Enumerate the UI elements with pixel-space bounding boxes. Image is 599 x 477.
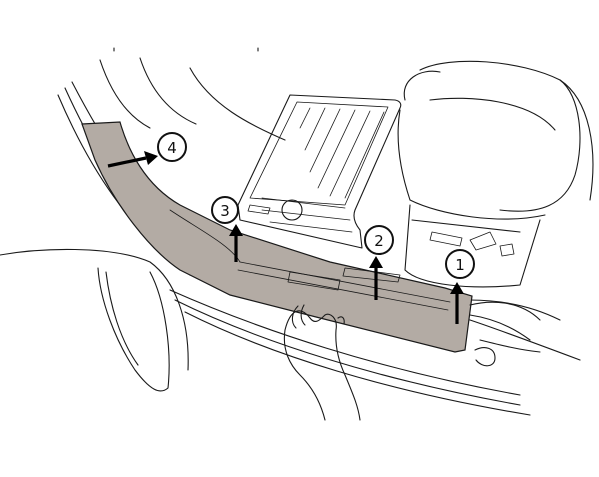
- callout-3-label: 3: [220, 202, 230, 220]
- lower-body-lines: [169, 289, 581, 416]
- sill-panel: [81, 121, 473, 353]
- lower-door-panel: [0, 248, 189, 392]
- callout-1: 1: [445, 249, 475, 279]
- callout-2-label: 2: [374, 232, 384, 250]
- callout-3: 3: [211, 196, 239, 224]
- top-marks: [113, 47, 259, 52]
- callout-4-label: 4: [167, 139, 177, 157]
- arrow-3: [229, 224, 243, 262]
- arrow-1: [450, 282, 464, 324]
- callout-1-label: 1: [455, 256, 465, 274]
- arrow-2: [369, 256, 383, 300]
- callout-4: 4: [157, 132, 187, 162]
- arrow-4: [107, 151, 158, 168]
- hand: [283, 304, 361, 421]
- front-seat: [397, 60, 594, 288]
- callout-2: 2: [364, 225, 394, 255]
- right-hand: [469, 301, 541, 341]
- floor-mat: [237, 94, 402, 249]
- arrows: [107, 151, 464, 324]
